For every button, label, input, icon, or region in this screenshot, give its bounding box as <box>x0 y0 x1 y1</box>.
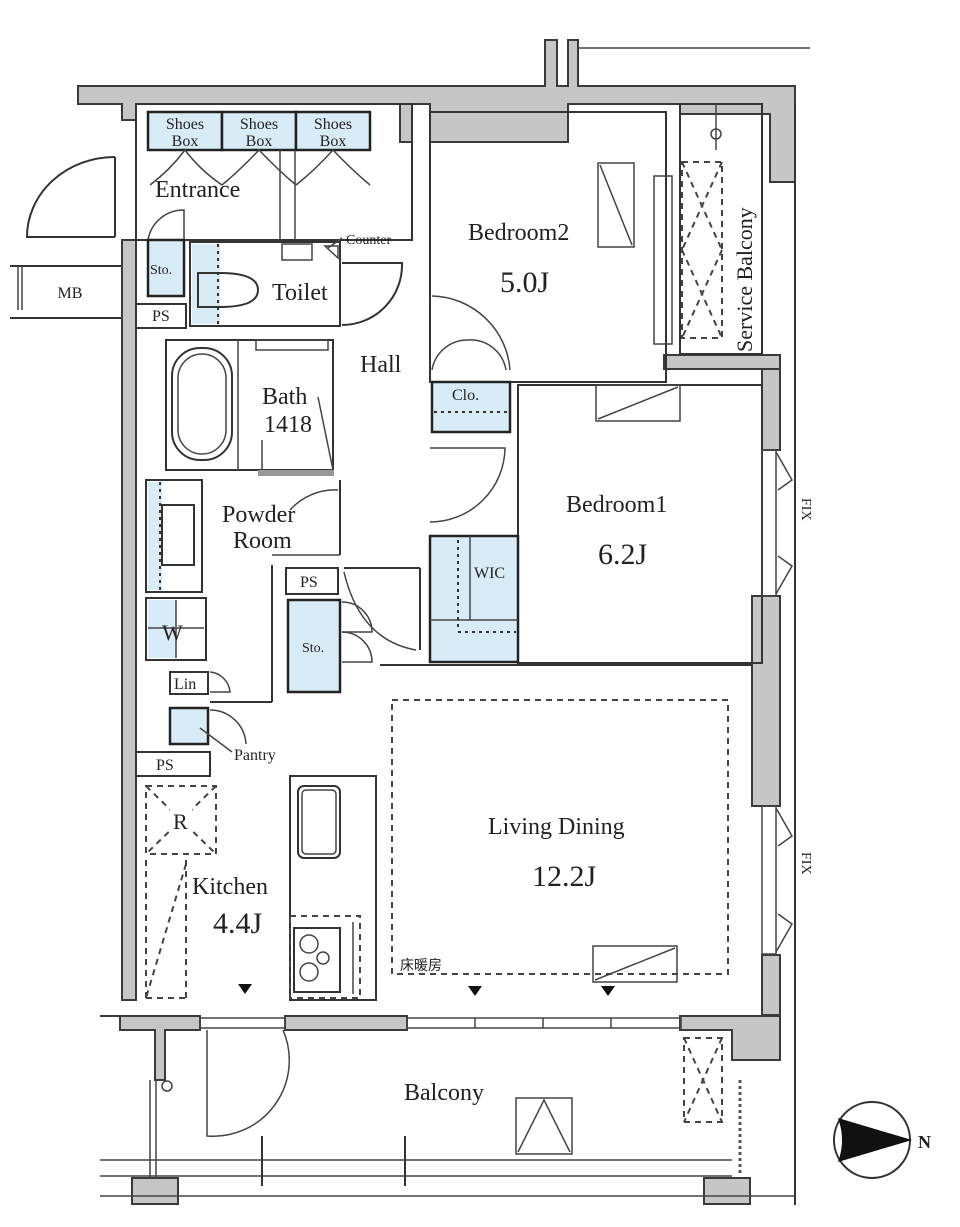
refrigerator-label: R <box>173 809 188 834</box>
kitchen-ceiling-marker-icon <box>238 984 252 994</box>
ps-kitchen-label: PS <box>156 757 174 774</box>
shoes-box-1-label: Shoes <box>166 116 204 133</box>
linen-closet <box>169 671 209 695</box>
bath-label: Bath <box>262 384 307 410</box>
bathtub <box>171 347 233 461</box>
floor-heating-label: 床暖房 <box>400 958 442 974</box>
bedroom1-label: Bedroom1 <box>566 492 667 518</box>
cooktop <box>293 927 341 993</box>
hall-storage: PS Sto. <box>285 567 421 694</box>
entry-door <box>25 156 116 238</box>
mb-label: MB <box>58 285 83 302</box>
toilet-bowl <box>197 272 260 308</box>
shoes-box-1-label-2: Box <box>172 133 199 150</box>
wic-label: WIC <box>474 565 505 582</box>
living-ceiling-marker-icon-1 <box>468 986 482 996</box>
bedroom-1: Bedroom1 6.2J WIC FIX <box>428 384 813 664</box>
shoes-box-3-label-2: Box <box>320 133 347 150</box>
bath-area: Bath 1418 <box>165 339 334 476</box>
closet-label: Clo. <box>452 387 479 404</box>
walk-in-closet <box>428 534 520 664</box>
pantry <box>168 706 210 746</box>
compass: N <box>833 1101 931 1179</box>
entrance-label: Entrance <box>155 177 240 203</box>
shoes-box-3 <box>294 110 372 152</box>
kitchen-label: Kitchen <box>192 874 268 900</box>
shoes-box-3-label: Shoes <box>314 116 352 133</box>
bedroom1-size: 6.2J <box>598 538 648 571</box>
living-ceiling-marker-icon-2 <box>601 986 615 996</box>
counter-label: Counter <box>346 233 391 248</box>
hall-label: Hall <box>360 352 402 378</box>
meter-box: MB <box>10 265 122 319</box>
service-balcony: Service Balcony <box>679 103 763 355</box>
living-ac-marker <box>592 945 678 983</box>
balcony-label: Balcony <box>404 1080 484 1106</box>
storage-hall <box>286 598 342 694</box>
kitchen-sink <box>297 785 341 859</box>
powder-room-label-2: Room <box>233 528 292 554</box>
bedroom1-ac-marker <box>595 384 681 422</box>
living-dining: Living Dining 12.2J 床暖房 FIX <box>199 664 813 1029</box>
ps-top-label: PS <box>152 308 170 325</box>
shoes-box-2-label: Shoes <box>240 116 278 133</box>
bedroom-2: Bedroom2 5.0J Clo. <box>429 111 673 434</box>
lin-label: Lin <box>174 676 196 693</box>
ps-mid-label: PS <box>300 574 318 591</box>
powder-room: Powder Room W Lin Pantry PS <box>135 479 341 777</box>
washer <box>145 597 207 661</box>
shoes-box-2-label-2: Box <box>246 133 273 150</box>
living-dining-label: Living Dining <box>488 814 625 840</box>
sto-hall-label: Sto. <box>302 641 324 656</box>
bath-size: 1418 <box>264 412 312 438</box>
service-balcony-label: Service Balcony <box>732 207 757 352</box>
sto-entrance-label: Sto. <box>150 263 172 278</box>
powder-room-label-1: Powder <box>222 502 295 528</box>
kitchen: R Kitchen 4.4J <box>145 775 377 1001</box>
north-arrow-icon <box>838 1118 912 1162</box>
bedroom2-window-marker <box>597 162 635 248</box>
entrance-area: Shoes Box Shoes Box Shoes Box Entrance <box>25 103 413 241</box>
toilet-door <box>341 262 404 326</box>
refrigerator <box>145 785 217 855</box>
bedroom2-size: 5.0J <box>500 266 550 299</box>
balcony: Balcony <box>100 1029 795 1197</box>
shoes-box-1 <box>146 110 224 152</box>
storage-entrance <box>146 238 186 298</box>
toilet-label: Toilet <box>272 280 328 306</box>
fix-lower-label: FIX <box>798 852 813 875</box>
living-dining-size: 12.2J <box>532 860 597 893</box>
balcony-drain-marker <box>515 1097 573 1155</box>
closet <box>430 380 512 434</box>
compass-north-label: N <box>918 1132 931 1152</box>
vanity-sink <box>161 504 195 566</box>
kitchen-size: 4.4J <box>213 907 263 940</box>
pantry-label: Pantry <box>234 747 276 764</box>
toilet-area: Sto. PS Toilet Counter <box>135 209 404 329</box>
kitchen-counter <box>289 775 377 1001</box>
fix-upper-label: FIX <box>798 498 813 521</box>
bedroom2-label: Bedroom2 <box>468 220 569 246</box>
balcony-hatch <box>683 1037 723 1123</box>
washer-label: W <box>162 620 183 645</box>
